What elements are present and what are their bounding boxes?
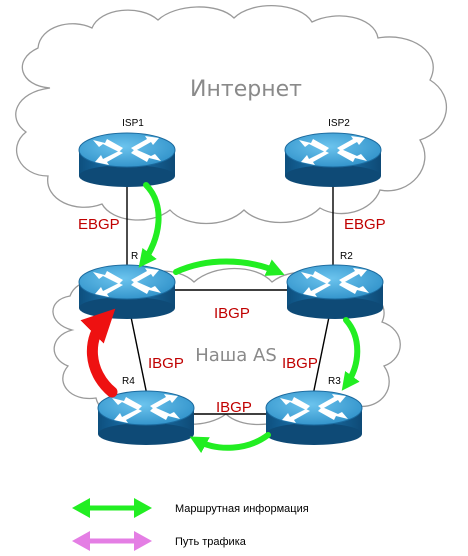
internet-cloud: Интернет (15, 5, 448, 225)
r3-label: R3 (328, 376, 341, 387)
router-r1[interactable] (78, 264, 176, 320)
r1-label: R (131, 251, 138, 262)
ibgp-label-r4-r3: IBGP (216, 399, 252, 416)
router-r4[interactable] (97, 390, 195, 446)
ibgp-label-r1-r2: IBGP (214, 305, 250, 322)
internet-label: Интернет (190, 77, 302, 102)
traffic-arrow-r4-r1 (80, 308, 118, 398)
isp1-label: ISP1 (122, 118, 144, 129)
ebgp-label-isp1: EBGP (78, 216, 120, 233)
routing-arrow-r3-r4 (189, 432, 271, 454)
legend-routing-arrow (72, 498, 152, 518)
ibgp-label-r1-r4: IBGP (148, 355, 184, 372)
router-isp1[interactable] (78, 132, 176, 188)
router-r3[interactable] (265, 390, 363, 446)
legend-traffic-arrow (72, 531, 152, 551)
our-as-label: Наша AS (195, 345, 277, 366)
legend-traffic-label: Путь трафика (175, 536, 247, 548)
r2-label: R2 (340, 251, 353, 262)
routing-arrow-r2-r3 (341, 317, 361, 391)
ebgp-label-isp2: EBGP (344, 216, 386, 233)
routing-arrows (138, 182, 361, 454)
router-isp2[interactable] (284, 132, 382, 188)
link-r2-r3 (311, 311, 331, 401)
legend-routing-label: Маршрутная информация (175, 503, 309, 515)
router-r2[interactable] (286, 264, 384, 320)
legend: Маршрутная информация Путь трафика (72, 498, 309, 551)
link-r1-r4 (129, 311, 149, 401)
r4-label: R4 (122, 376, 135, 387)
routing-arrow-isp1-r1 (138, 182, 162, 268)
links (126, 180, 334, 415)
routing-arrow-r1-r2 (173, 258, 285, 276)
isp2-label: ISP2 (328, 118, 350, 129)
ibgp-label-r2-r3: IBGP (282, 355, 318, 372)
